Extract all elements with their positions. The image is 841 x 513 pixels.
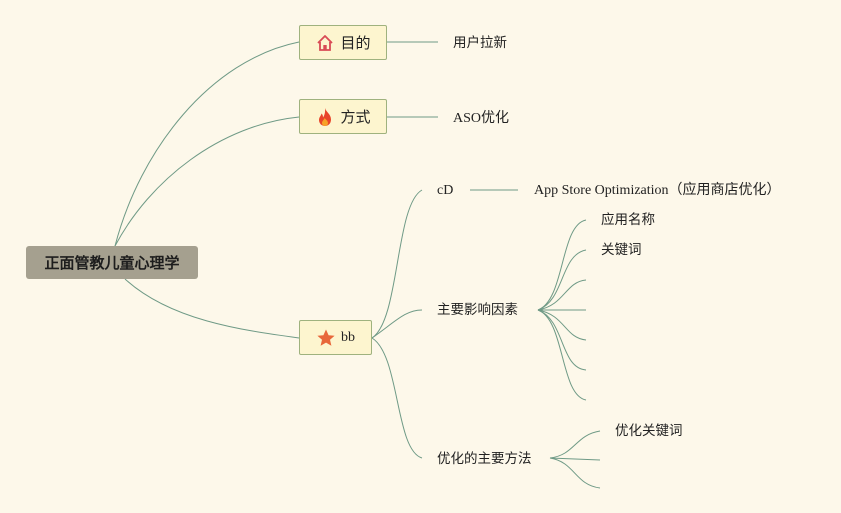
subtopic-main-methods[interactable]: 优化的主要方法: [437, 451, 532, 467]
connector-factor-5: [537, 309, 587, 341]
connector-root-bb: [124, 278, 300, 339]
connector-factor-6: [537, 309, 587, 371]
house-icon: [315, 33, 335, 53]
connector-factor-3: [537, 279, 587, 311]
method-optimize-keywords[interactable]: 优化关键词: [615, 423, 683, 439]
connector-factor-1: [537, 219, 587, 311]
subtopic-main-factors[interactable]: 主要影响因素: [437, 302, 518, 318]
topic-method[interactable]: 方式: [299, 99, 387, 134]
topic-goal-label: 目的: [340, 34, 371, 52]
connector-bb-methods: [371, 337, 423, 459]
topic-goal[interactable]: 目的: [299, 25, 387, 60]
fire-icon: [315, 107, 335, 127]
connector-bb-cd: [371, 189, 423, 339]
topic-method-label: 方式: [340, 108, 371, 126]
connector-root-goal: [114, 41, 300, 247]
connector-method-1: [549, 430, 601, 459]
topic-bb[interactable]: bb: [299, 320, 372, 355]
connector-root-method: [114, 116, 300, 247]
subtopic-aso[interactable]: ASO优化: [453, 111, 510, 126]
subtopic-cd[interactable]: cD: [437, 183, 454, 198]
topic-bb-label: bb: [341, 329, 355, 345]
root-topic-label: 正面管教儿童心理学: [44, 254, 180, 272]
connector-factor-7: [537, 309, 587, 401]
connector-factor-2: [537, 249, 587, 311]
star-icon: [316, 328, 336, 348]
root-topic[interactable]: 正面管教儿童心理学: [26, 246, 198, 279]
factor-keywords[interactable]: 关键词: [601, 242, 642, 258]
connector-method-3: [549, 457, 601, 489]
factor-app-name[interactable]: 应用名称: [601, 212, 655, 228]
connector-method-2: [549, 457, 601, 461]
subtopic-user-acquisition[interactable]: 用户拉新: [453, 35, 507, 51]
subtopic-app-store-optimization[interactable]: App Store Optimization（应用商店优化）: [534, 183, 781, 198]
connector-bb-factors: [371, 309, 423, 339]
